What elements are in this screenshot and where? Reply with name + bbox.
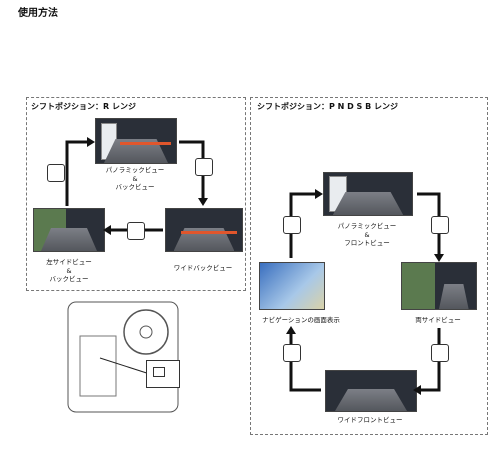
dashboard-illustration — [67, 301, 179, 413]
caption-line: バックビュー — [115, 183, 155, 191]
panel-pndsb-range: シフトポジション：P N D S B レンジ パノラミックビュー & フロントビ… — [250, 97, 488, 435]
caption-line: パノラミックビュー — [337, 222, 397, 230]
panel-p-title: シフトポジション：P N D S B レンジ — [257, 102, 398, 111]
switch-press-icon — [283, 344, 301, 362]
caption-navigation: ナビゲーションの画面表示 — [262, 316, 340, 324]
steering-wheel-icon — [123, 309, 169, 355]
center-console — [79, 335, 117, 397]
thumb-both-sides — [401, 262, 477, 310]
panel-r-range: シフトポジション：R レンジ パノラミックビュー & バックビュー 左サイドビュ… — [26, 97, 246, 291]
caption-both-sides: 両サイドビュー — [415, 316, 461, 324]
arrow-head — [413, 385, 421, 395]
thumb-panoramic-front — [323, 172, 413, 216]
arrow-to-top — [289, 192, 315, 258]
switch-press-icon — [127, 222, 145, 240]
road-view — [439, 283, 469, 309]
arrow-head — [87, 137, 95, 147]
arrow-head — [198, 198, 208, 206]
caption-wide-front: ワイドフロントビュー — [337, 416, 403, 424]
cycle-arrows-p — [286, 189, 444, 395]
caption-line: パノラミックビュー — [105, 166, 165, 174]
caption-wide-back: ワイドバックビュー — [173, 264, 233, 272]
road-view — [332, 191, 404, 215]
camera-switch-icon — [146, 360, 180, 388]
arrow-to-right — [179, 140, 205, 198]
guide-line — [181, 230, 238, 234]
thumb-wide-front — [325, 370, 417, 412]
thumb-left-side-back — [33, 208, 105, 252]
caption-line: & — [132, 174, 138, 183]
arrow-head — [286, 326, 296, 334]
thumb-navigation — [259, 262, 325, 310]
dash-outline — [67, 301, 179, 413]
section-title: 使用方法 — [18, 8, 58, 19]
switch-press-icon — [431, 216, 449, 234]
switch-press-icon — [283, 216, 301, 234]
side-view — [402, 263, 436, 309]
arrow-head — [103, 225, 111, 235]
caption-panoramic-back: パノラミックビュー & バックビュー — [95, 166, 175, 192]
road-view — [41, 227, 97, 251]
switch-press-icon — [195, 158, 213, 176]
guide-line — [120, 141, 172, 145]
caption-panoramic-front: パノラミックビュー & フロントビュー — [323, 222, 411, 248]
arrow-to-left — [289, 334, 321, 392]
switch-glyph — [153, 367, 165, 377]
caption-line: & — [364, 230, 370, 239]
steering-hub — [139, 325, 153, 339]
cycle-arrows-r — [65, 137, 208, 235]
switch-press-icon — [47, 164, 65, 182]
switch-press-icon — [431, 344, 449, 362]
arrow-head — [315, 189, 323, 199]
thumb-panoramic-back — [95, 118, 177, 164]
caption-left-side-back: 左サイドビュー & バックビュー — [29, 258, 109, 284]
nav-map — [260, 263, 324, 309]
road-view — [335, 389, 407, 411]
panel-r-title: シフトポジション：R レンジ — [31, 102, 136, 111]
caption-line: & — [66, 266, 72, 275]
caption-line: フロントビュー — [344, 239, 390, 247]
arrow-to-top — [65, 140, 87, 206]
thumb-wide-back — [165, 208, 243, 252]
arrow-head — [434, 254, 444, 262]
arrow-to-right — [417, 192, 441, 254]
caption-line: 左サイドビュー — [46, 258, 92, 266]
caption-line: バックビュー — [49, 275, 89, 283]
